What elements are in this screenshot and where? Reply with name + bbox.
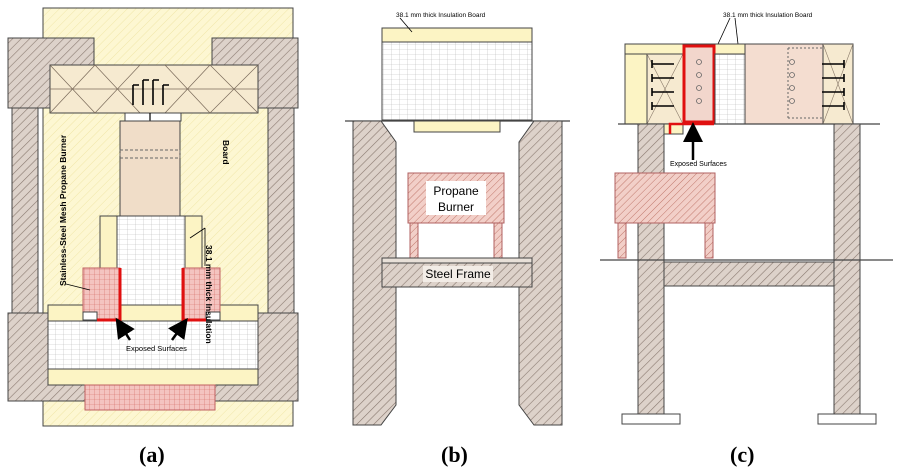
- base-plate-right-c: [817, 413, 877, 425]
- burner-label-b-line1: Propane: [433, 184, 479, 198]
- insulation-leader-c-1: [717, 17, 731, 45]
- panel-b: 38.1 mm thick Insulation Board Propane B…: [345, 12, 570, 467]
- bolts-left-c: [651, 60, 674, 110]
- caption-a: (a): [139, 442, 165, 467]
- caption-b: (b): [441, 442, 468, 467]
- insulation-label-c: 38.1 mm thick Insulation Board: [723, 12, 813, 19]
- steel-column-right-c: [833, 123, 861, 415]
- burner-left-base: [82, 311, 98, 321]
- steel-column-right: [267, 107, 295, 314]
- bolt-group: [132, 79, 169, 105]
- burner-leg-left-c: [617, 222, 627, 259]
- steel-frame-beam-c: [663, 261, 835, 287]
- lower-insulation: [47, 304, 259, 322]
- burner-label-a: Stainless-Steel Mesh Propane Burner: [58, 134, 68, 286]
- steel-column-left-c: [637, 123, 665, 415]
- insulation-label-leader: [189, 227, 206, 266]
- burner-left: [82, 267, 121, 321]
- burner-label-bg-b: [426, 181, 486, 215]
- bottom-insulation-strip: [47, 368, 259, 386]
- burner-c: [614, 172, 716, 224]
- burner-right-base: [205, 311, 221, 321]
- timber-block-left-cross: [646, 53, 684, 125]
- exposed-surfaces-label-c: Exposed Surfaces: [670, 161, 727, 168]
- exposed-arrow-right: [168, 317, 188, 341]
- insulation-top-b: [381, 27, 533, 43]
- base-plate-left-c: [621, 413, 681, 425]
- beam-bolt-holes-c: [789, 59, 795, 104]
- burner-leg-left-b: [409, 222, 419, 259]
- insulation-pad-b: [413, 120, 501, 133]
- caption-c: (c): [730, 442, 754, 467]
- steel-frame-plate-b: [381, 257, 533, 264]
- specimen-grid: [116, 215, 186, 317]
- insulation-pad-c: [662, 123, 684, 135]
- bolt-holes-c: [696, 59, 702, 104]
- specimen-grid-b: [381, 41, 533, 121]
- timber-beam-right-c: [744, 43, 824, 125]
- steel-column-left-b: [352, 120, 397, 426]
- insulation-label-a-line2: Board: [221, 140, 231, 165]
- bottom-burner-mesh: [84, 384, 216, 411]
- burner-label-leader: [65, 283, 91, 291]
- panel-a: Exposed Surfaces Stainless-Steel Mesh Pr…: [7, 7, 299, 467]
- steel-column-left: [11, 107, 39, 314]
- grid-block-c: [714, 53, 746, 125]
- bearing-plate: [124, 112, 182, 122]
- bolts-right-c: [822, 60, 845, 110]
- specimen-section-c: [682, 43, 716, 125]
- insulation-side-c: [624, 53, 648, 125]
- insulation-leader-c-2: [734, 17, 739, 45]
- exposed-arrow-left: [115, 317, 135, 341]
- panel-c: 38.1 mm thick Insulation Board: [600, 12, 893, 467]
- insulation-label-a-line1: 38.1 mm thick Insulation: [204, 245, 214, 344]
- timber-block-right-cross: [822, 43, 854, 125]
- steel-column-right-b: [518, 120, 563, 426]
- timber-column: [119, 120, 181, 217]
- burner-leg-right-c: [704, 222, 714, 259]
- lower-grid-area: [47, 320, 259, 370]
- timber-column-dashed-zone: [119, 149, 181, 159]
- frame-label-bg-b: [423, 266, 493, 282]
- exposed-surfaces-label-a: Exposed Surfaces: [126, 344, 187, 353]
- frame-label-b: Steel Frame: [425, 267, 491, 281]
- insulation-label-b: 38.1 mm thick Insulation Board: [396, 12, 486, 19]
- insulation-leader-b: [399, 17, 413, 33]
- burner-label-b-line2: Burner: [438, 200, 474, 214]
- burner-leg-right-b: [493, 222, 503, 259]
